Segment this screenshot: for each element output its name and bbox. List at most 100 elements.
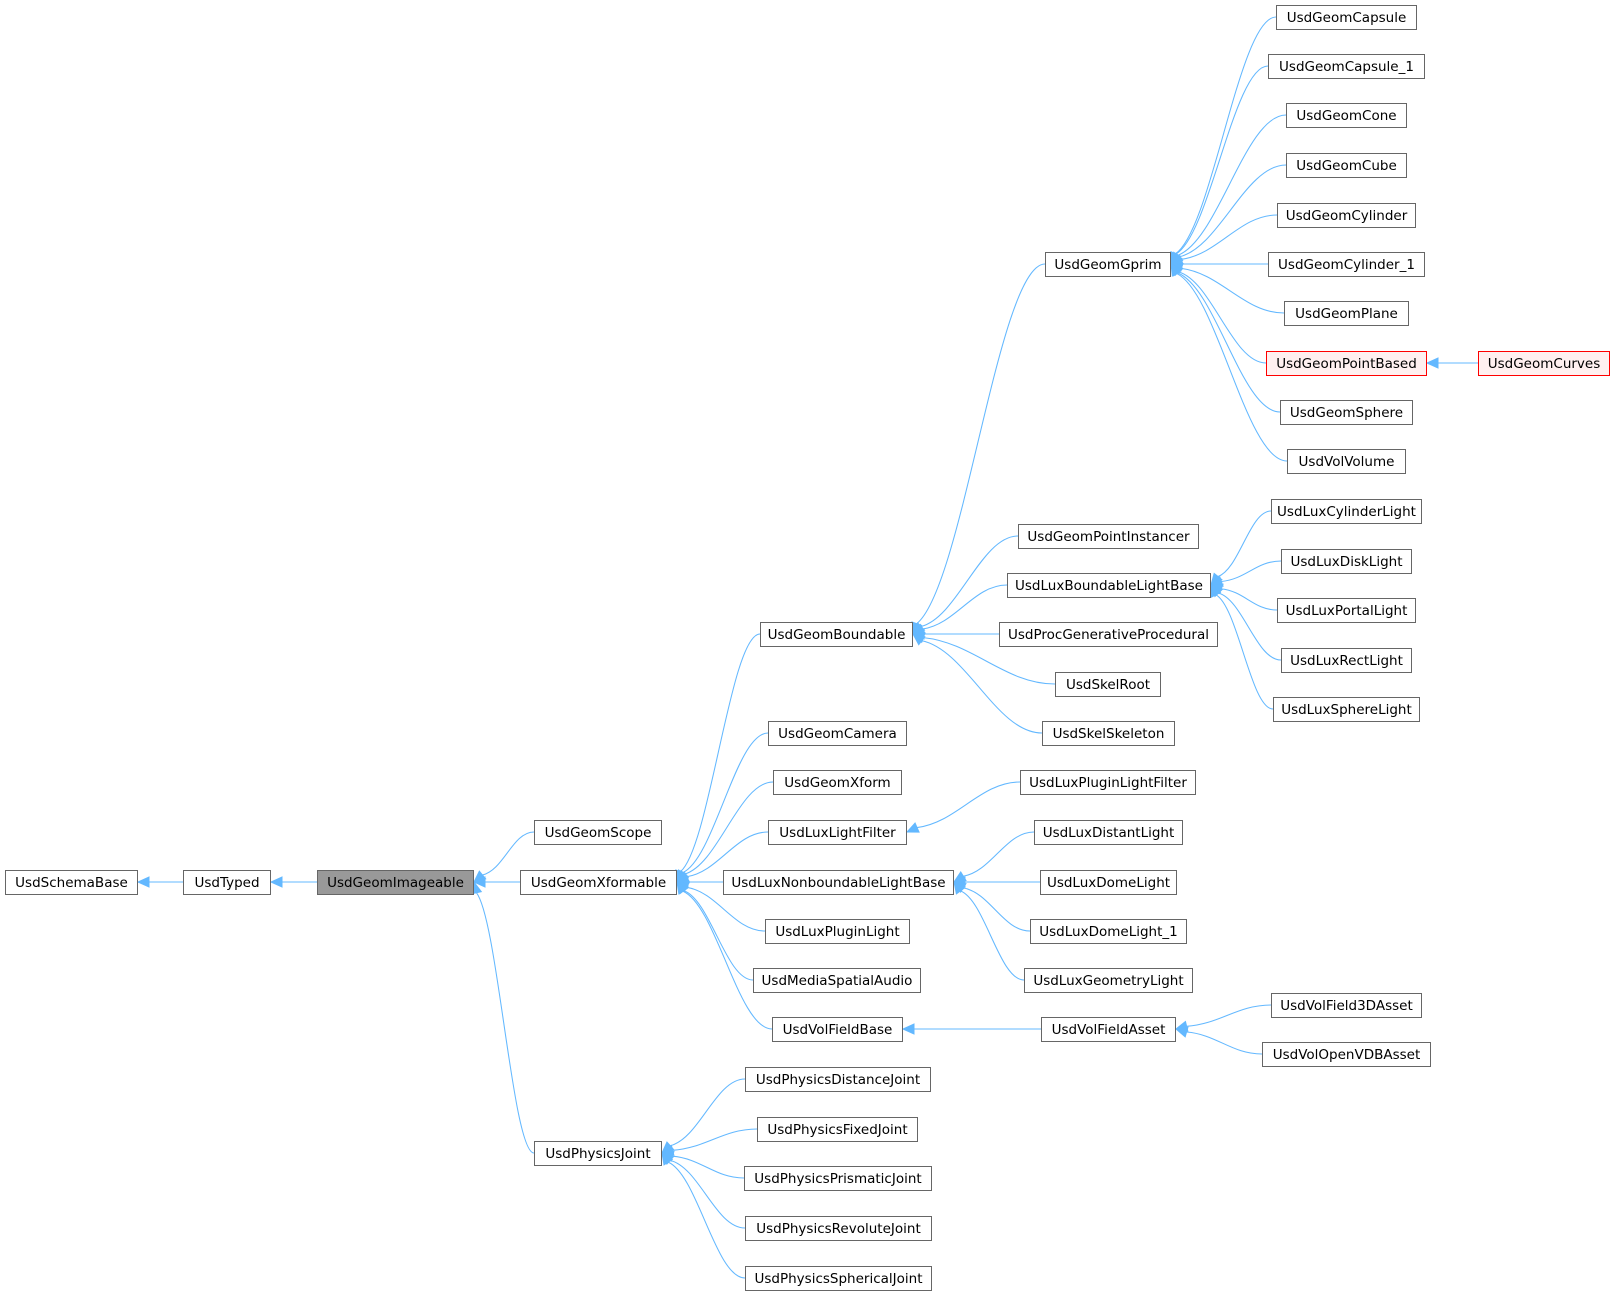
class-node-usd-geom-scope[interactable]: UsdGeomScope: [534, 820, 662, 845]
class-node-usd-geom-curves[interactable]: UsdGeomCurves: [1478, 351, 1610, 376]
inheritance-arrowhead: [661, 1151, 674, 1166]
class-node-label: UsdGeomCube: [1296, 158, 1397, 174]
class-node-usd-lux-light-filter[interactable]: UsdLuxLightFilter: [768, 820, 907, 845]
class-node-usd-media-spatial-audio[interactable]: UsdMediaSpatialAudio: [753, 968, 921, 993]
class-node-usd-physics-revolute-joint[interactable]: UsdPhysicsRevoluteJoint: [745, 1216, 932, 1241]
class-node-usd-vol-field3-d-asset[interactable]: UsdVolField3DAsset: [1271, 993, 1422, 1018]
class-node-usd-geom-imageable: UsdGeomImageable: [317, 870, 474, 895]
edge-line: [921, 640, 1043, 734]
edge-line: [672, 1128, 758, 1151]
class-node-usd-geom-cone[interactable]: UsdGeomCone: [1286, 103, 1407, 128]
inheritance-arrowhead: [901, 1023, 915, 1035]
edge-line: [670, 1078, 746, 1147]
class-node-label: UsdLuxPortalLight: [1286, 603, 1408, 619]
class-node-usd-geom-capsule-1[interactable]: UsdGeomCapsule_1: [1268, 54, 1425, 79]
edge-usd-lux-dome-light-to-usd-lux-nonboundable-light-base: [952, 876, 1040, 888]
edge-line: [683, 890, 754, 981]
class-node-usd-geom-xform[interactable]: UsdGeomXform: [773, 770, 902, 795]
edge-usd-geom-point-based-to-usd-geom-gprim: [1170, 263, 1267, 364]
class-node-usd-vol-volume[interactable]: UsdVolVolume: [1287, 449, 1406, 474]
class-node-usd-physics-joint[interactable]: UsdPhysicsJoint: [534, 1141, 662, 1166]
class-node-usd-geom-xformable[interactable]: UsdGeomXformable: [520, 870, 677, 895]
class-node-usd-vol-field-base[interactable]: UsdVolFieldBase: [772, 1017, 903, 1042]
class-node-label: UsdPhysicsDistanceJoint: [756, 1072, 920, 1088]
edge-line: [963, 831, 1035, 877]
class-node-label: UsdGeomCylinder_1: [1278, 257, 1415, 273]
class-node-usd-geom-point-based[interactable]: UsdGeomPointBased: [1266, 351, 1427, 376]
inheritance-arrowhead: [136, 876, 150, 888]
class-node-usd-vol-open-vdb-asset[interactable]: UsdVolOpenVDBAsset: [1262, 1042, 1431, 1067]
class-node-box: [1286, 153, 1407, 178]
class-node-usd-geom-capsule[interactable]: UsdGeomCapsule: [1276, 5, 1417, 30]
class-node-usd-lux-sphere-light[interactable]: UsdLuxSphereLight: [1273, 697, 1420, 722]
class-node-box: [1045, 252, 1171, 277]
class-node-label: UsdGeomCapsule: [1287, 10, 1407, 26]
class-node-usd-schema-base[interactable]: UsdSchemaBase: [5, 870, 138, 895]
class-node-box: [1281, 648, 1412, 673]
edge-line: [1175, 65, 1269, 255]
class-node-label: UsdLuxPluginLight: [775, 924, 899, 940]
class-node-usd-lux-boundable-light-base[interactable]: UsdLuxBoundableLightBase: [1007, 573, 1211, 598]
class-node-usd-geom-boundable[interactable]: UsdGeomBoundable: [760, 622, 913, 647]
class-node-usd-lux-nonboundable-light-base[interactable]: UsdLuxNonboundableLightBase: [723, 870, 954, 895]
edge-usd-lux-portal-light-to-usd-lux-boundable-light-base: [1209, 583, 1278, 611]
class-node-usd-proc-generative-procedural[interactable]: UsdProcGenerativeProcedural: [999, 622, 1218, 647]
edge-line: [1178, 271, 1267, 364]
class-node-usd-geom-sphere[interactable]: UsdGeomSphere: [1280, 400, 1413, 425]
edge-usd-lux-distant-light-to-usd-lux-nonboundable-light-base: [952, 831, 1035, 883]
class-node-usd-physics-fixed-joint[interactable]: UsdPhysicsFixedJoint: [757, 1117, 918, 1142]
edge-usd-physics-fixed-joint-to-usd-physics-joint: [660, 1128, 758, 1156]
class-node-usd-lux-rect-light[interactable]: UsdLuxRectLight: [1281, 648, 1412, 673]
class-node-usd-lux-disk-light[interactable]: UsdLuxDiskLight: [1281, 549, 1412, 574]
class-node-label: UsdPhysicsSphericalJoint: [755, 1271, 923, 1287]
class-node-usd-skel-skeleton[interactable]: UsdSkelSkeleton: [1042, 721, 1175, 746]
edge-usd-lux-sphere-light-to-usd-lux-boundable-light-base: [1210, 583, 1274, 710]
class-node-usd-vol-field-asset[interactable]: UsdVolFieldAsset: [1041, 1017, 1176, 1042]
class-node-label: UsdGeomCylinder: [1286, 208, 1408, 224]
class-node-usd-lux-dome-light[interactable]: UsdLuxDomeLight: [1040, 870, 1177, 895]
class-node-usd-physics-spherical-joint[interactable]: UsdPhysicsSphericalJoint: [745, 1266, 932, 1291]
class-node-usd-physics-distance-joint[interactable]: UsdPhysicsDistanceJoint: [745, 1067, 931, 1092]
class-node-usd-lux-dome-light-1[interactable]: UsdLuxDomeLight_1: [1030, 919, 1187, 944]
class-node-box: [1007, 573, 1211, 598]
class-node-box: [520, 870, 677, 895]
class-node-usd-lux-portal-light[interactable]: UsdLuxPortalLight: [1277, 598, 1416, 623]
edge-line: [1215, 594, 1274, 710]
class-node-usd-geom-camera[interactable]: UsdGeomCamera: [768, 721, 907, 746]
class-node-usd-geom-cylinder[interactable]: UsdGeomCylinder: [1277, 203, 1416, 228]
class-node-box: [760, 622, 913, 647]
class-node-usd-lux-plugin-light-filter[interactable]: UsdLuxPluginLightFilter: [1020, 770, 1196, 795]
class-node-box: [1271, 993, 1422, 1018]
class-node-box: [768, 820, 907, 845]
inheritance-arrowhead: [905, 822, 920, 833]
class-node-box: [1277, 598, 1416, 623]
class-node-usd-lux-geometry-light[interactable]: UsdLuxGeometryLight: [1024, 968, 1193, 993]
edge-line: [1179, 164, 1287, 258]
class-node-usd-geom-gprim[interactable]: UsdGeomGprim: [1045, 252, 1171, 277]
class-node-usd-skel-root[interactable]: UsdSkelRoot: [1055, 672, 1161, 697]
edge-usd-physics-joint-to-usd-geom-imageable: [470, 880, 535, 1154]
class-node-usd-lux-cylinder-light[interactable]: UsdLuxCylinderLight: [1271, 499, 1422, 524]
edge-usd-vol-volume-to-usd-geom-gprim: [1170, 262, 1288, 462]
class-node-usd-geom-plane[interactable]: UsdGeomPlane: [1284, 301, 1409, 326]
edge-line: [1217, 510, 1272, 578]
class-node-usd-lux-plugin-light[interactable]: UsdLuxPluginLight: [765, 919, 910, 944]
class-node-label: UsdGeomCurves: [1488, 356, 1601, 372]
class-node-usd-geom-cylinder-1[interactable]: UsdGeomCylinder_1: [1268, 252, 1425, 277]
class-node-usd-typed[interactable]: UsdTyped: [183, 870, 271, 895]
class-node-usd-lux-distant-light[interactable]: UsdLuxDistantLight: [1034, 820, 1183, 845]
class-node-label: UsdLuxLightFilter: [779, 825, 896, 841]
class-node-usd-geom-point-instancer[interactable]: UsdGeomPointInstancer: [1018, 524, 1199, 549]
class-node-label: UsdLuxPluginLightFilter: [1029, 775, 1187, 791]
class-node-box: [1478, 351, 1610, 376]
edge-line: [672, 1155, 745, 1179]
class-node-usd-geom-cube[interactable]: UsdGeomCube: [1286, 153, 1407, 178]
class-node-box: [1024, 968, 1193, 993]
class-node-usd-physics-prismatic-joint[interactable]: UsdPhysicsPrismaticJoint: [744, 1166, 932, 1191]
class-node-box: [1271, 499, 1422, 524]
edge-usd-geom-cylinder-1-to-usd-geom-gprim: [1169, 258, 1268, 270]
class-node-label: UsdPhysicsFixedJoint: [767, 1122, 907, 1138]
class-node-box: [1286, 103, 1407, 128]
class-node-box: [1284, 301, 1409, 326]
